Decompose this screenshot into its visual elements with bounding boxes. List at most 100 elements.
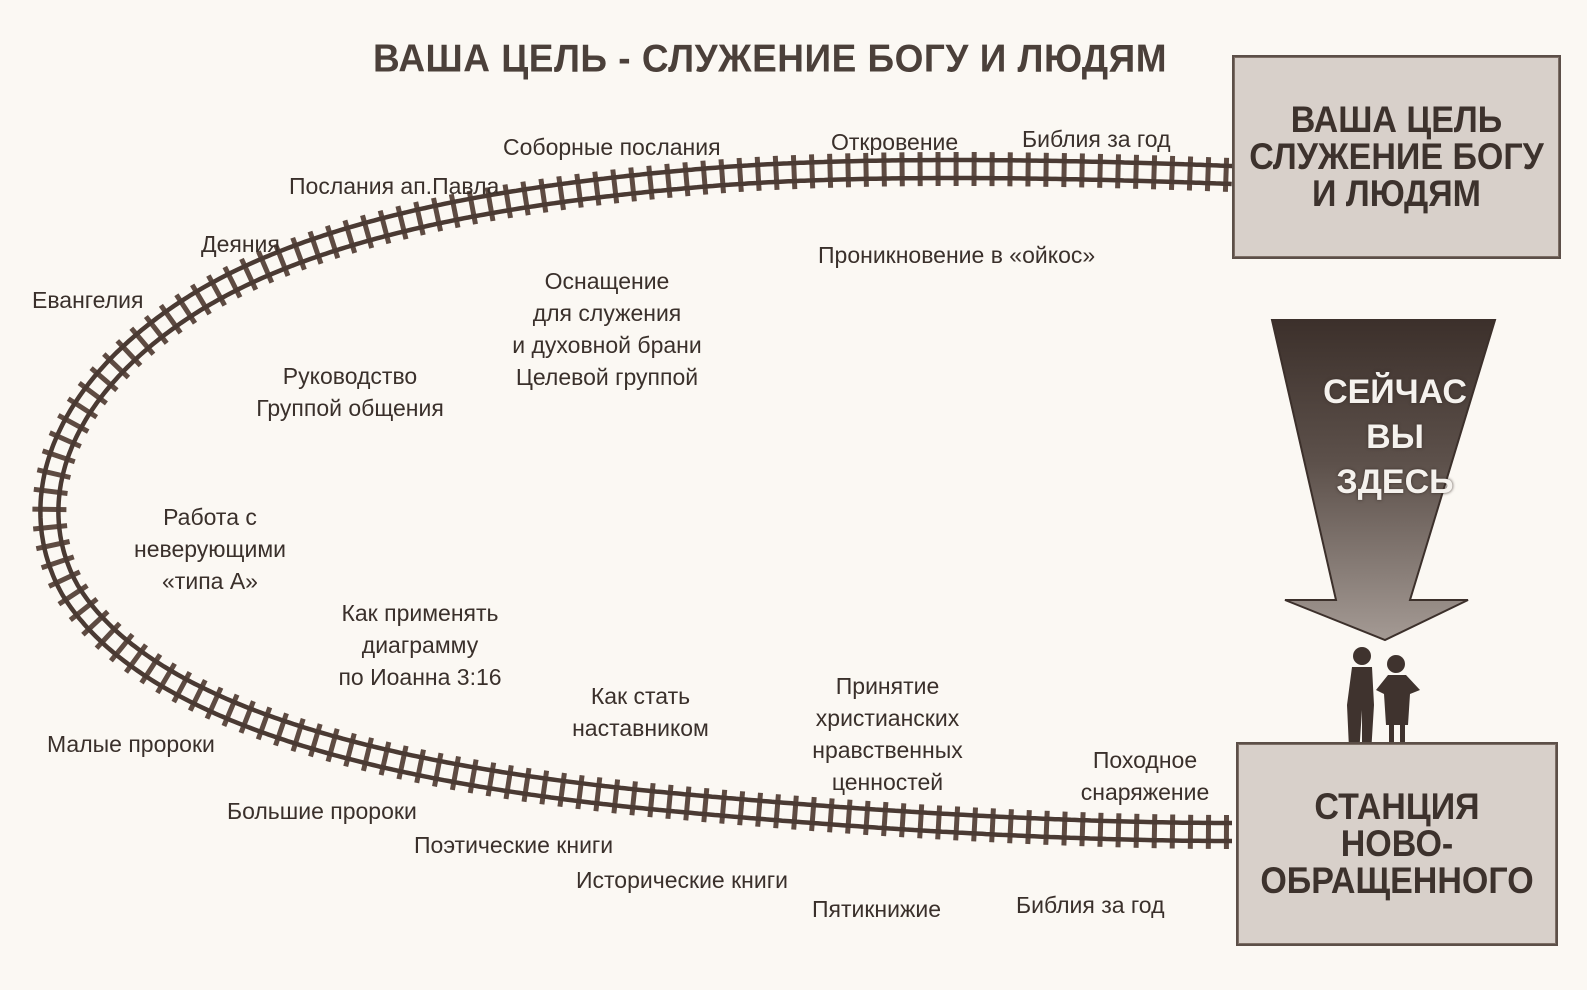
gear-line-2: снаряжение (1080, 779, 1210, 805)
railway-tie (171, 671, 193, 704)
label-leading-group: Руководство Группой общения (230, 360, 470, 424)
railway-tie (827, 153, 834, 188)
label-gear: Походное снаряжение (1060, 744, 1230, 808)
page-title: ВАША ЦЕЛЬ - СЛУЖЕНИЕ БОГУ И ЛЮДЯМ (372, 36, 1168, 80)
railway-tie (1061, 153, 1067, 188)
railway-tie (57, 583, 89, 607)
railway-tie (33, 486, 68, 496)
railway-tie (521, 767, 532, 803)
railway-tie (143, 314, 169, 345)
railway-tie (41, 448, 76, 465)
label-acts: Деяния (201, 231, 280, 257)
leading-line-1: Руководство (282, 363, 418, 389)
railway-tie (989, 808, 996, 843)
station-line-3: ОБРАЩЕННОГО (1260, 859, 1534, 902)
railway-tie (1169, 155, 1176, 190)
railway-tie (77, 380, 108, 406)
railway-tie (917, 804, 925, 839)
railway-tie (190, 283, 212, 316)
railway-tie (123, 643, 149, 674)
railway-tie (539, 770, 550, 805)
railway-tie (772, 155, 780, 191)
railway-tie (396, 745, 409, 780)
railway-tie (574, 173, 584, 208)
railway-tie (863, 152, 869, 187)
label-bible-year-bottom: Библия за год (1016, 892, 1165, 918)
railway-ties (32, 151, 1230, 850)
railway-tie (115, 339, 143, 368)
gear-line-1: Походное (1092, 747, 1198, 773)
railway-tie (395, 205, 409, 240)
railway-tie (273, 243, 291, 277)
railway-tie (273, 712, 289, 747)
railway-tie (485, 762, 497, 797)
values-line-1: Принятие (835, 673, 940, 699)
railway-tie (467, 759, 479, 794)
equipping-line-3: и духовной брани (512, 332, 702, 358)
railway-tie (414, 749, 426, 784)
railway-tie (239, 257, 259, 291)
mentor-line-2: наставником (572, 715, 709, 741)
railway-tie (1222, 157, 1230, 192)
railway-tie (256, 250, 275, 284)
railway-tie (32, 506, 67, 513)
equipping-line-2: для служения (532, 300, 682, 326)
railway-tie (66, 396, 99, 420)
railway-tie (1133, 154, 1139, 189)
railway-tie (35, 539, 71, 552)
rail-inner (56, 175, 1232, 826)
here-line-2: ВЫ (1366, 418, 1424, 456)
railway-tie (628, 167, 637, 202)
railway-tie (94, 621, 122, 650)
john-line-3: по Иоанна 3:16 (338, 664, 502, 690)
railway-tie (1151, 155, 1158, 190)
railway-tie (754, 156, 762, 191)
label-john-316: Как применять диаграмму по Иоанна 3:16 (315, 597, 525, 693)
railway-tie (413, 201, 426, 236)
railway-tie (809, 796, 817, 832)
railway-tie (557, 772, 567, 808)
railway-tie (238, 700, 256, 734)
label-major-prophets: Большие пророки (227, 798, 417, 824)
railway-tie (736, 157, 744, 193)
railway-tie (360, 214, 375, 249)
railway-tie (57, 413, 90, 434)
station-line-1: СТАНЦИЯ (1314, 785, 1480, 828)
railway-tie (307, 230, 324, 265)
railway-tie (791, 795, 799, 830)
railway-tie (1151, 814, 1158, 849)
here-line-1: СЕЙЧАС (1323, 373, 1467, 411)
railway-tie (431, 197, 444, 232)
railway-tie (863, 800, 871, 836)
station-line-2: НОВО- (1340, 822, 1454, 865)
railway-tie (773, 794, 781, 829)
railway-tie (1025, 809, 1032, 845)
label-poetic-books: Поэтические книги (414, 832, 614, 858)
railway-tie (89, 366, 119, 393)
railway-tie (204, 686, 224, 720)
railway-tie (971, 807, 978, 842)
label-bible-year-top: Библия за год (1022, 126, 1171, 152)
railway-tie (1079, 153, 1085, 188)
railway-tie (255, 706, 273, 741)
goal-line-1: ВАША ЦЕЛЬ (1290, 98, 1503, 141)
railway-tie (1133, 813, 1140, 848)
label-values: Принятие христианских нравственных ценно… (790, 670, 985, 798)
railway-tie (592, 171, 602, 206)
railway-tie (466, 190, 478, 225)
railway-tie (308, 723, 323, 758)
railway-tie (556, 175, 566, 211)
railway-tie (520, 181, 531, 216)
railway-tie (139, 653, 163, 685)
railway-tie (342, 219, 358, 254)
railway-tie (1115, 813, 1122, 848)
railway-tie (1169, 814, 1176, 849)
label-gospels: Евангелия (32, 287, 144, 313)
values-line-2: христианских (815, 705, 960, 731)
railway-tie (1097, 153, 1103, 188)
railway-tie (610, 169, 620, 204)
railway-tie (290, 718, 306, 752)
railway-tie (325, 225, 341, 259)
railway-tie (343, 732, 357, 768)
